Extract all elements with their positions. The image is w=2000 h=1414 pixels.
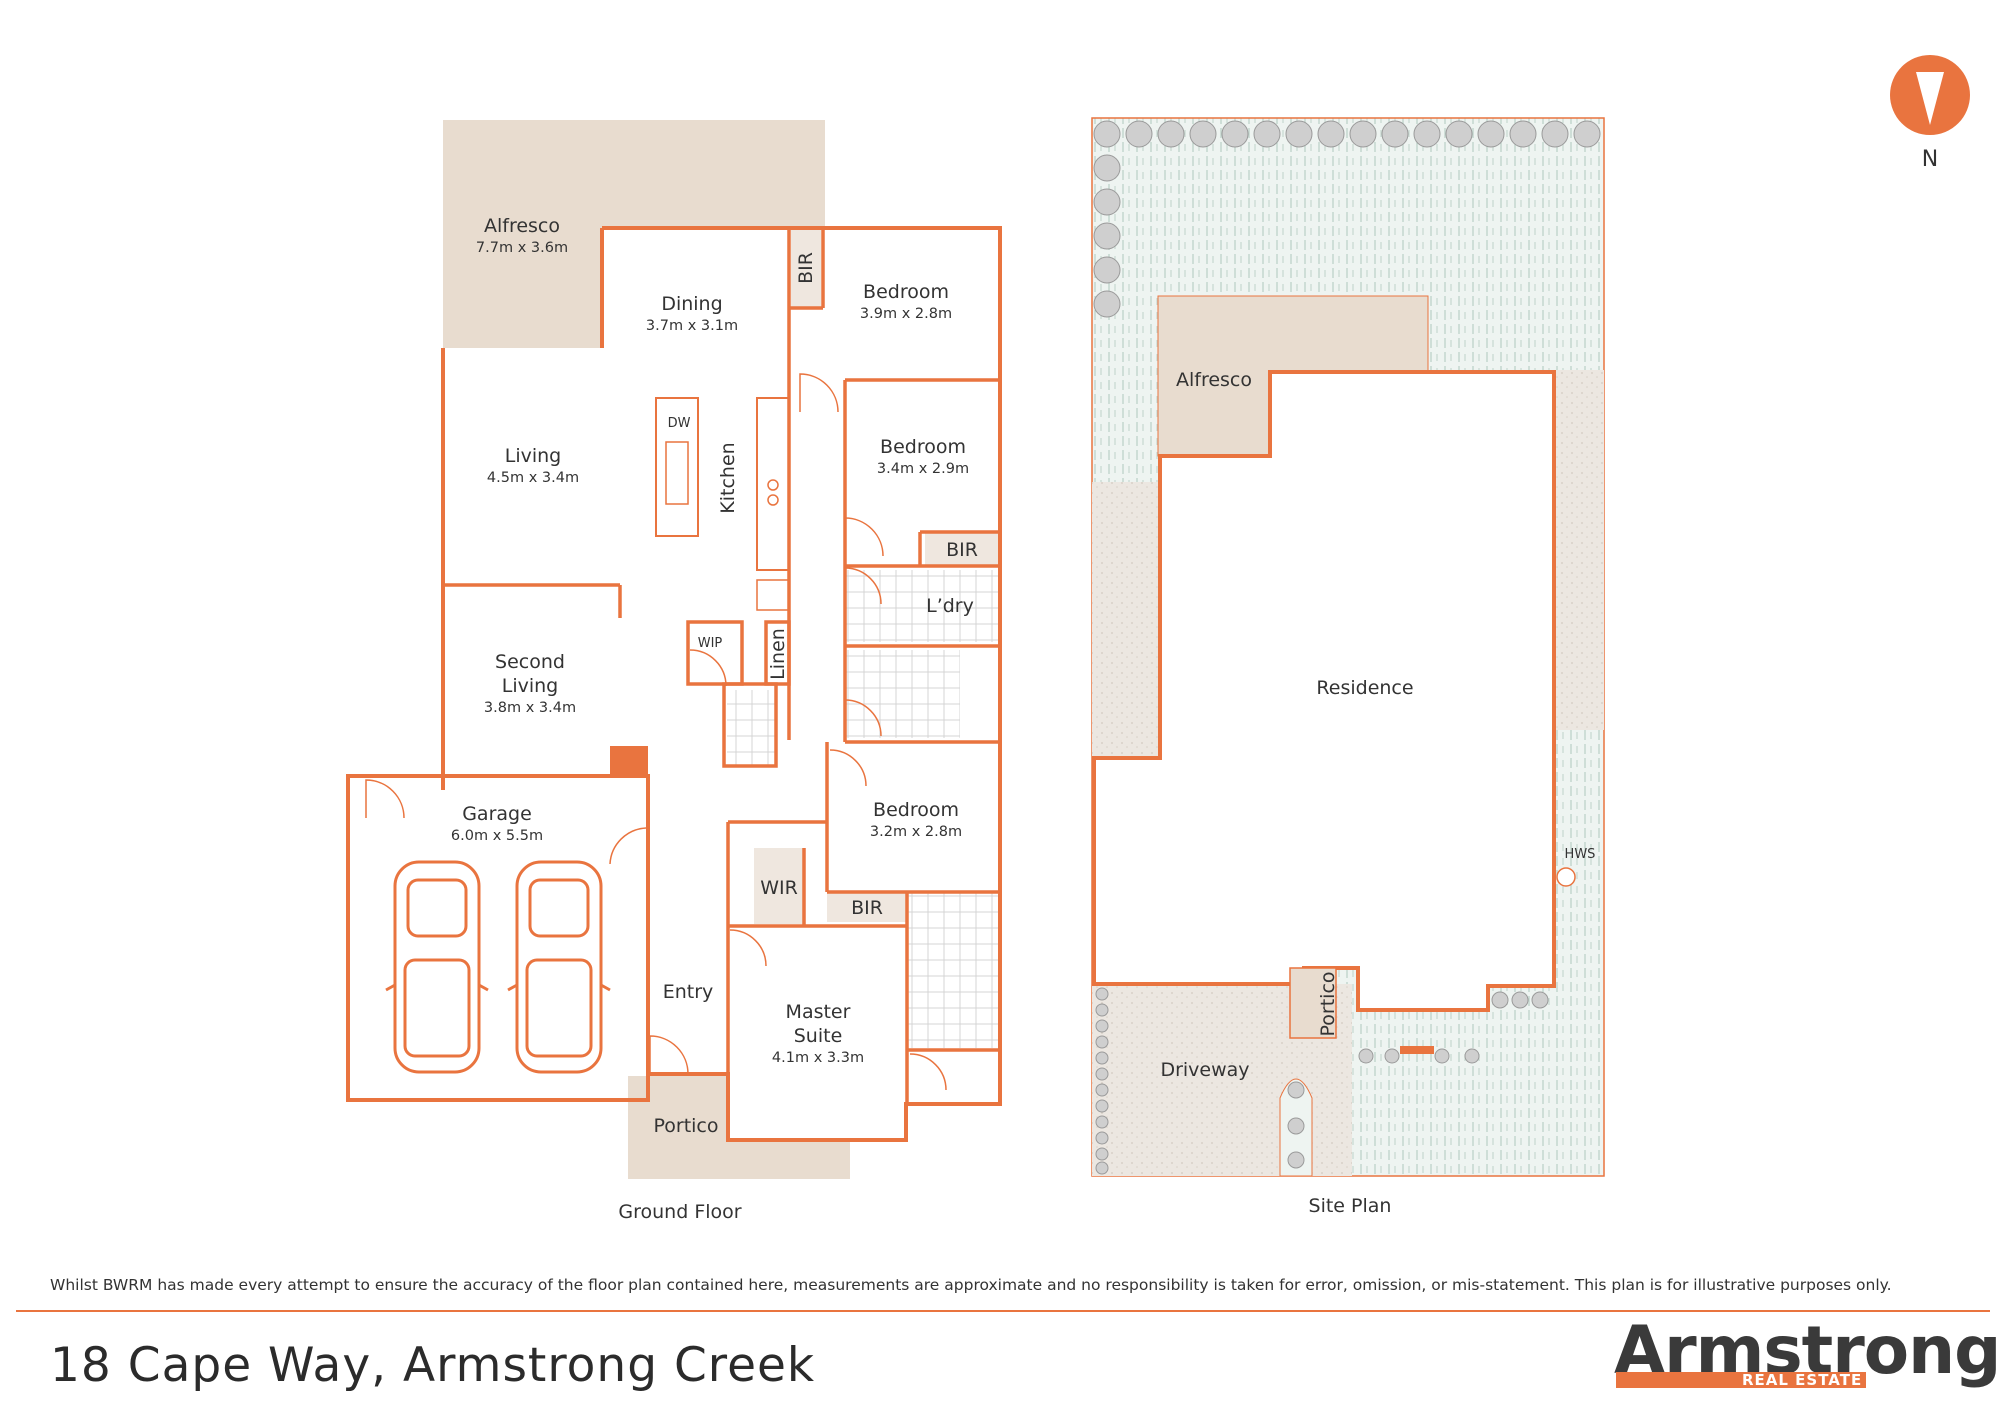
site-alfresco-label: Alfresco	[1176, 369, 1252, 391]
property-address: 18 Cape Way, Armstrong Creek	[50, 1338, 816, 1393]
living-dim: 4.5m x 3.4m	[487, 470, 579, 486]
driveway-label: Driveway	[1160, 1059, 1249, 1081]
bedroom-label: Bedroom	[863, 281, 949, 303]
kitchen-island[interactable]	[655, 397, 699, 537]
laundry-tiles	[845, 570, 1000, 642]
logo-accent-bar	[1616, 1372, 1738, 1388]
second-living-label: Living	[502, 675, 559, 697]
master-suite-label: Master	[786, 1001, 851, 1023]
door-swing[interactable]	[799, 373, 839, 413]
entry-mat	[1400, 1046, 1434, 1054]
door-swing[interactable]	[829, 749, 867, 787]
door-swing[interactable]	[729, 929, 767, 967]
door-swing[interactable]	[365, 779, 405, 819]
north-compass: N	[1890, 55, 1970, 172]
bedroom-dim: 3.4m x 2.9m	[877, 461, 969, 477]
side-path	[1092, 482, 1160, 758]
ground-floor-caption: Ground Floor	[618, 1201, 741, 1223]
door-swing[interactable]	[844, 567, 882, 605]
wir-label: WIR	[760, 877, 798, 899]
hws-label: HWS	[1565, 847, 1596, 862]
dining-label: Dining	[661, 293, 722, 315]
garage-dim: 6.0m x 5.5m	[451, 828, 543, 844]
compass-label: N	[1922, 147, 1938, 172]
garage-wall	[346, 774, 650, 1102]
kitchen-label: Kitchen	[717, 442, 739, 513]
bedroom-dim: 3.2m x 2.8m	[870, 824, 962, 840]
ground-floor-plan: Alfresco 7.7m x 3.6m Dining 3.7m x 3.1m …	[346, 120, 1002, 1223]
bath-tiles	[845, 650, 960, 738]
car-icon	[507, 860, 611, 1074]
door-swing[interactable]	[844, 699, 882, 737]
agency-logo[interactable]: Armstrong REAL ESTATE	[1614, 1312, 2000, 1400]
garage-pillar	[610, 746, 648, 776]
disclaimer-text: Whilst BWRM has made every attempt to en…	[50, 1276, 1892, 1294]
garage-label: Garage	[462, 803, 532, 825]
car-icon	[385, 860, 489, 1074]
side-path	[1553, 370, 1604, 730]
bir-label: BIR	[946, 539, 978, 561]
hws-icon	[1556, 867, 1576, 887]
bir-low-fill	[827, 892, 907, 922]
entry-label: Entry	[663, 981, 714, 1003]
bedroom-dim: 3.9m x 2.8m	[860, 306, 952, 322]
logo-subtitle: REAL ESTATE	[1738, 1372, 1867, 1388]
bir-label: BIR	[795, 252, 817, 284]
master-suite-label: Suite	[794, 1025, 843, 1047]
wip-label: WIP	[698, 636, 723, 651]
door-swing[interactable]	[689, 649, 727, 687]
portico-label: Portico	[653, 1115, 718, 1137]
dining-dim: 3.7m x 3.1m	[646, 318, 738, 334]
outer-wall	[441, 226, 1002, 1142]
door-swing[interactable]	[844, 517, 884, 557]
site-portico	[1289, 967, 1337, 1039]
compass-arrow-icon	[1916, 72, 1944, 125]
wir-fill	[754, 848, 804, 924]
bir-top-fill	[791, 228, 821, 308]
alfresco-label: Alfresco	[484, 215, 560, 237]
master-suite-dim: 4.1m x 3.3m	[772, 1050, 864, 1066]
door-swing[interactable]	[649, 1035, 689, 1075]
bedroom-label: Bedroom	[880, 436, 966, 458]
bir-label: BIR	[851, 897, 883, 919]
site-plan-caption: Site Plan	[1309, 1195, 1392, 1217]
second-living-label: Second	[495, 651, 565, 673]
bir-mid-fill	[925, 532, 1000, 566]
bedroom-label: Bedroom	[873, 799, 959, 821]
linen-label: Linen	[767, 628, 789, 680]
laundry-label: L’dry	[926, 595, 974, 617]
site-portico-label: Portico	[1317, 971, 1339, 1036]
second-living-dim: 3.8m x 3.4m	[484, 700, 576, 716]
alfresco-dim: 7.7m x 3.6m	[476, 240, 568, 256]
kitchen-bench[interactable]	[756, 397, 790, 571]
footer-divider	[16, 1310, 1990, 1312]
wc-tiles	[727, 690, 775, 766]
residence-label: Residence	[1316, 677, 1413, 699]
site-plan: Alfresco Residence HWS Portico Driveway …	[1091, 117, 1605, 1217]
door-swing[interactable]	[909, 1053, 947, 1091]
door-swing[interactable]	[609, 827, 647, 865]
living-label: Living	[505, 445, 562, 467]
dishwasher-label: DW	[668, 416, 691, 431]
ensuite-tiles	[907, 893, 1000, 1048]
